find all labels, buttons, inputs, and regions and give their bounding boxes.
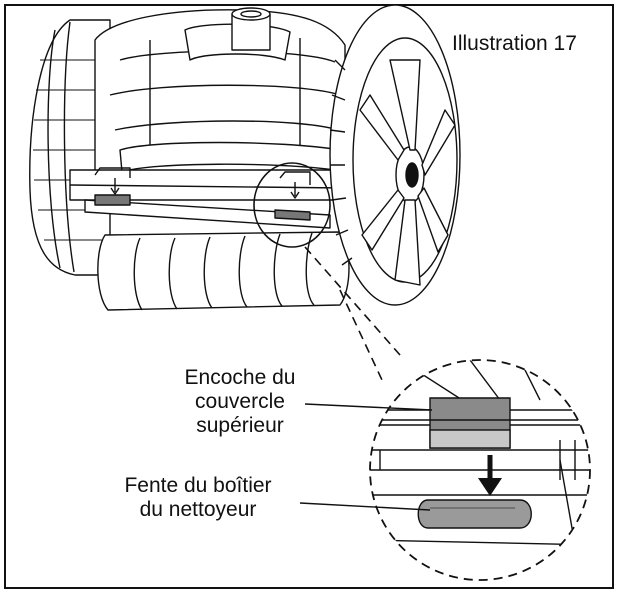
slot-label-line1: Fente du boîtier: [124, 474, 272, 497]
top-cover-notch-label: Encoche du couvercle supérieur: [140, 366, 340, 438]
figure-border: [4, 4, 614, 589]
magnifier-leaders: [304, 246, 401, 381]
notch-label-line2: couvercle: [195, 390, 285, 413]
notch-label-line3: supérieur: [196, 414, 284, 437]
pool-cleaner-illustration: [29, 4, 461, 311]
slot-label-line2: du nettoyeur: [139, 498, 257, 521]
notch-label-line1: Encoche du: [184, 366, 296, 389]
detail-circle-small: [253, 162, 331, 248]
roller-brush: [97, 231, 350, 311]
right-wheel: [329, 4, 461, 306]
cleaner-housing-slot-label: Fente du boîtier du nettoyeur: [98, 474, 298, 522]
callout-lines: [299, 403, 433, 511]
front-cover: [69, 167, 346, 229]
down-arrow-icon: [478, 455, 502, 496]
figure-title: Illustration 17: [452, 32, 577, 55]
magnifier-circle: [369, 359, 591, 581]
cleaner-body: [94, 7, 346, 181]
